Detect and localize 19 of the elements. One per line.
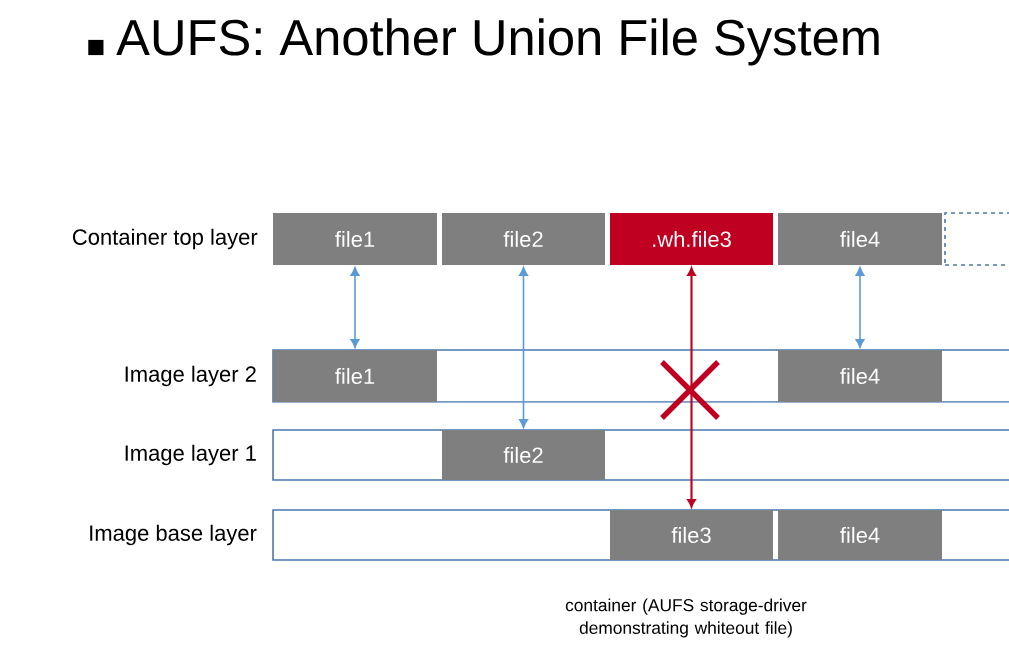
arrow: [350, 267, 360, 348]
arrow: [519, 267, 528, 428]
file-cell: file4: [778, 350, 942, 402]
empty-slot: [944, 212, 1009, 266]
caption: container (AUFS storage-driver demonstrating whiteout file): [565, 598, 807, 638]
file-cell: file2: [442, 213, 605, 265]
file-cell: file1: [273, 350, 437, 402]
arrow: [855, 267, 865, 348]
file-cell: file2: [442, 430, 605, 480]
node-label: Image layer 1: [125, 444, 256, 466]
file-cell: file4: [778, 213, 942, 265]
file-cell: file3: [610, 510, 773, 560]
arrow: [687, 267, 696, 508]
node-label: Image layer 2: [125, 365, 256, 387]
file-cell: .wh.file3: [610, 213, 773, 265]
title: AUFS: Another Union File System: [88, 18, 879, 66]
file-cell: file1: [273, 213, 437, 265]
node-label: Image base layer: [90, 524, 257, 546]
file-cell: file4: [778, 510, 942, 560]
